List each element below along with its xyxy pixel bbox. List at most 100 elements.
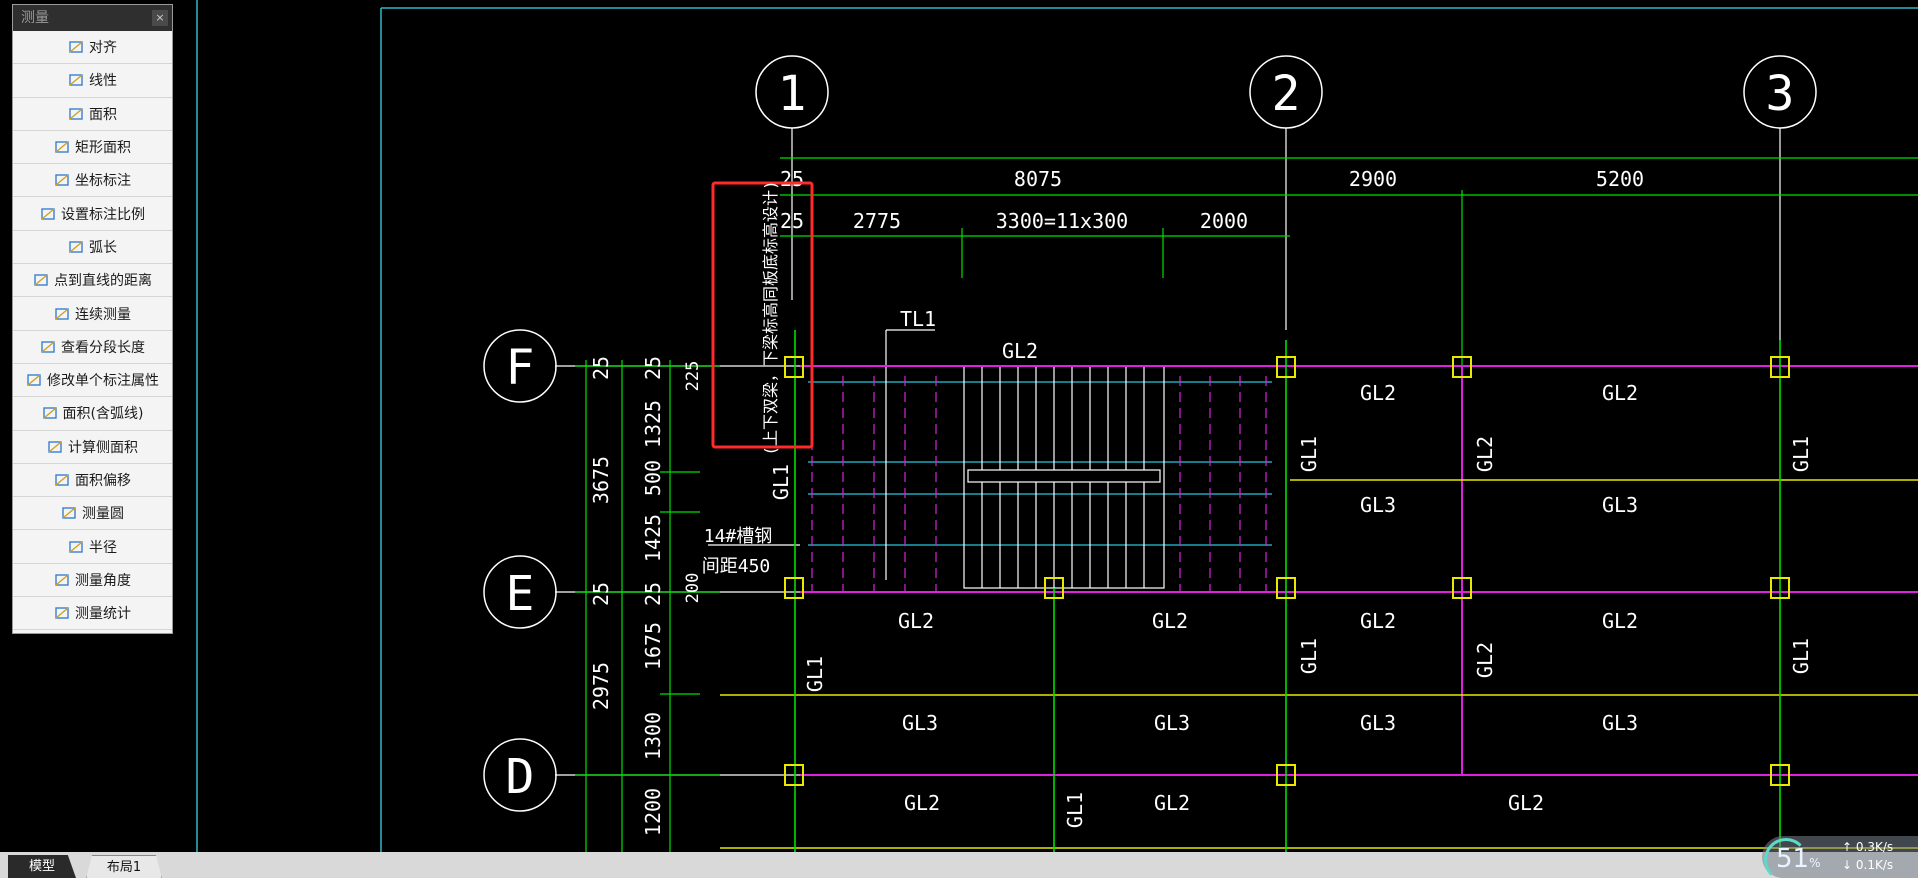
tool-side-area[interactable]: 计算侧面积	[13, 431, 172, 464]
area-offset-icon	[54, 472, 70, 488]
tool-align-measure[interactable]: 对齐	[13, 31, 172, 65]
side-area-icon	[47, 439, 63, 455]
dim-left-25: 25	[589, 356, 613, 380]
network-percent: 51%	[1776, 844, 1821, 874]
segment-length-icon	[40, 339, 56, 355]
arc-area-icon	[42, 405, 58, 421]
measure-tool-panel: 测量 × 对齐线性面积矩形面积坐标标注设置标注比例弧长点到直线的距离连续测量查看…	[12, 4, 173, 634]
tab-layout-1[interactable]: 布局1	[86, 855, 162, 878]
label-gl2-d-3: GL2	[1508, 791, 1544, 815]
dim-second-3300: 3300=11x300	[996, 209, 1128, 233]
tool-label: 点到直线的距离	[54, 273, 152, 290]
tool-label: 坐标标注	[75, 173, 131, 190]
tool-label: 面积(含弧线)	[62, 406, 144, 423]
label-gl1-3: GL1	[1789, 436, 1813, 472]
tool-radius[interactable]: 半径	[13, 530, 172, 564]
dim-small-200: 200	[683, 573, 703, 604]
tool-arc-length[interactable]: 弧长	[13, 231, 172, 265]
label-tl1: TL1	[900, 307, 936, 331]
close-button[interactable]: ×	[152, 10, 168, 26]
label-gl1-2: GL1	[1297, 436, 1321, 472]
dim-second-25: 25	[780, 209, 804, 233]
tool-continuous-measure[interactable]: 连续测量	[13, 297, 172, 331]
grid-label-1: 1	[778, 66, 807, 122]
linear-measure-icon	[68, 72, 84, 88]
statistics-icon	[54, 605, 70, 621]
layout-tab-bar: 模型 布局1	[0, 852, 1918, 878]
label-gl1-4: GL1	[803, 656, 827, 692]
label-gl2-f-1: GL2	[1360, 381, 1396, 405]
dim-inner-1200: 1200	[641, 788, 665, 836]
tool-label: 连续测量	[75, 306, 131, 323]
left-dimension-lines	[575, 360, 720, 852]
label-gl2-d-2: GL2	[1154, 791, 1190, 815]
angle-icon	[54, 572, 70, 588]
tool-segment-length[interactable]: 查看分段长度	[13, 331, 172, 364]
grid-bubble-f	[483, 329, 557, 403]
tool-rect-area[interactable]: 矩形面积	[13, 131, 172, 165]
tool-area-offset[interactable]: 面积偏移	[13, 464, 172, 498]
grid-label-e: E	[506, 566, 535, 622]
column-markers	[784, 356, 1790, 786]
tool-edit-dimension[interactable]: 修改单个标注属性	[13, 364, 172, 398]
point-line-distance-icon	[33, 272, 49, 288]
dim-second-2775: 2775	[853, 209, 901, 233]
beam-gl2-lines	[800, 365, 1918, 776]
stair-cyan-lines	[808, 381, 1272, 546]
tool-label: 设置标注比例	[61, 206, 145, 223]
label-gl2-e-4: GL2	[1602, 609, 1638, 633]
dim-inner-25: 25	[641, 356, 665, 380]
label-gl3-e-1: GL3	[902, 711, 938, 735]
dim-top-8075: 8075	[1014, 167, 1062, 191]
tab-model[interactable]: 模型	[8, 855, 76, 878]
label-gl2-vert-2: GL2	[1473, 642, 1497, 678]
radius-icon	[68, 539, 84, 555]
dim-inner-25b: 25	[641, 582, 665, 606]
grid-bubble-e	[483, 555, 557, 629]
dim-inner-1300: 1300	[641, 712, 665, 760]
edit-dimension-icon	[26, 372, 42, 388]
grid-bubble-3	[1743, 55, 1817, 129]
tool-label: 弧长	[89, 239, 117, 256]
tool-label: 计算侧面积	[68, 439, 138, 456]
align-measure-icon	[68, 39, 84, 55]
tool-list: 对齐线性面积矩形面积坐标标注设置标注比例弧长点到直线的距离连续测量查看分段长度修…	[13, 31, 172, 631]
tool-statistics[interactable]: 测量统计	[13, 597, 172, 631]
arc-length-icon	[68, 239, 84, 255]
label-channel-steel: 14#槽钢	[704, 526, 773, 547]
tool-linear-measure[interactable]: 线性	[13, 64, 172, 98]
dim-inner-500: 500	[641, 460, 665, 496]
tool-label: 对齐	[89, 40, 117, 57]
tool-coordinate[interactable]: 坐标标注	[13, 164, 172, 198]
label-gl1-1: GL1	[769, 464, 793, 500]
tool-area[interactable]: 面积	[13, 98, 172, 131]
tool-label: 线性	[89, 73, 117, 90]
tool-circle-measure[interactable]: 测量圆	[13, 497, 172, 531]
label-gl2-d-1: GL2	[904, 791, 940, 815]
scale-icon	[40, 206, 56, 222]
tool-label: 半径	[89, 539, 117, 556]
stair-treads	[708, 329, 1165, 589]
label-gl1-6: GL1	[1789, 638, 1813, 674]
label-gl3-f-1: GL3	[1360, 493, 1396, 517]
progress-ring-icon	[1764, 838, 1808, 878]
tool-scale[interactable]: 设置标注比例	[13, 197, 172, 231]
tool-label: 面积	[89, 106, 117, 123]
dim-small-225: 225	[683, 361, 703, 392]
dim-top-25: 25	[780, 167, 804, 191]
label-gl2-e-3: GL2	[1360, 609, 1396, 633]
beam-annotation: (上下双梁，下梁标高同板底标高设计)	[761, 180, 780, 455]
dim-top-5200: 5200	[1596, 167, 1644, 191]
grid-bubble-1	[755, 55, 829, 129]
tool-point-line-distance[interactable]: 点到直线的距离	[13, 264, 172, 298]
download-speed: ↓ 0.1K/s	[1842, 858, 1894, 872]
label-gl3-f-2: GL3	[1602, 493, 1638, 517]
label-gl2-e-2: GL2	[1152, 609, 1188, 633]
network-speed-widget[interactable]: 51% ↑ 0.3K/s ↓ 0.1K/s	[1762, 836, 1918, 878]
tool-label: 查看分段长度	[61, 339, 145, 356]
tool-angle[interactable]: 测量角度	[13, 564, 172, 598]
grid-bubble-d	[483, 738, 557, 812]
tool-arc-area[interactable]: 面积(含弧线)	[13, 397, 172, 431]
dim-top-2900: 2900	[1349, 167, 1397, 191]
